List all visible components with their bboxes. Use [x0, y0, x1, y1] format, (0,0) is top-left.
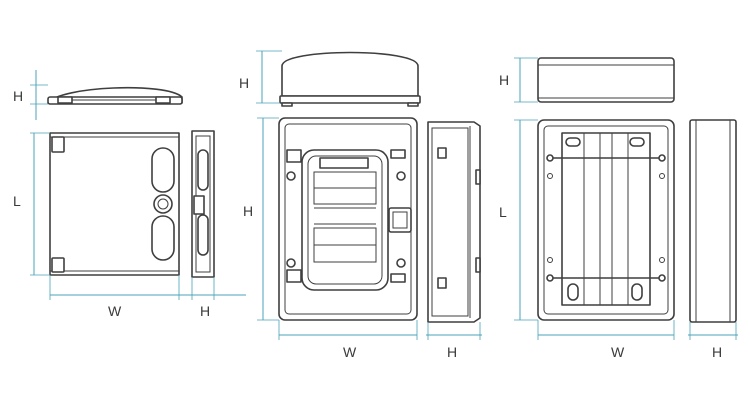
large-box-top-h-label: H	[239, 75, 249, 91]
back-box-views: H	[499, 57, 738, 360]
large-box-front-width-dim: W	[278, 320, 418, 360]
back-box-back-height-dim: L	[499, 119, 538, 321]
back-box-side-depth-dim: H	[688, 322, 738, 360]
large-box-front-view	[278, 117, 418, 321]
small-box-front-width-dim: W	[49, 275, 180, 319]
back-box-top-view	[537, 57, 675, 103]
back-box-back-l-label: L	[499, 204, 507, 220]
large-box-side-view	[427, 121, 481, 323]
back-box-side-view	[689, 119, 737, 323]
back-box-back-view	[537, 119, 675, 321]
small-box-top-height-dim: H	[13, 70, 48, 120]
back-box-back-width-dim: W	[537, 320, 675, 360]
back-box-back-w-label: W	[611, 344, 625, 360]
small-box-side-h-label: H	[200, 303, 210, 319]
large-box-front-w-label: W	[343, 344, 357, 360]
small-box-front-view	[49, 132, 180, 276]
small-box-front-l-label: L	[13, 193, 21, 209]
large-box-front-h-label: H	[243, 203, 253, 219]
back-box-side-h-label: H	[712, 344, 722, 360]
small-box-top-view	[47, 86, 183, 105]
back-box-top-h-label: H	[499, 72, 509, 88]
back-box-top-height-dim: H	[499, 57, 538, 103]
small-box-top-h-label: H	[13, 88, 23, 104]
small-box-views: H L W	[13, 70, 246, 319]
large-box-front-height-dim: H	[243, 117, 279, 321]
small-box-side-view	[191, 130, 215, 278]
large-box-side-h-label: H	[447, 344, 457, 360]
large-box-views: H	[239, 50, 482, 360]
large-box-top-height-dim: H	[239, 50, 282, 104]
large-box-side-depth-dim: H	[426, 322, 482, 360]
small-box-front-height-dim: L	[13, 132, 50, 276]
small-box-front-w-label: W	[108, 303, 122, 319]
small-box-side-depth-dim: H	[179, 277, 246, 319]
large-box-top-view	[279, 51, 421, 107]
